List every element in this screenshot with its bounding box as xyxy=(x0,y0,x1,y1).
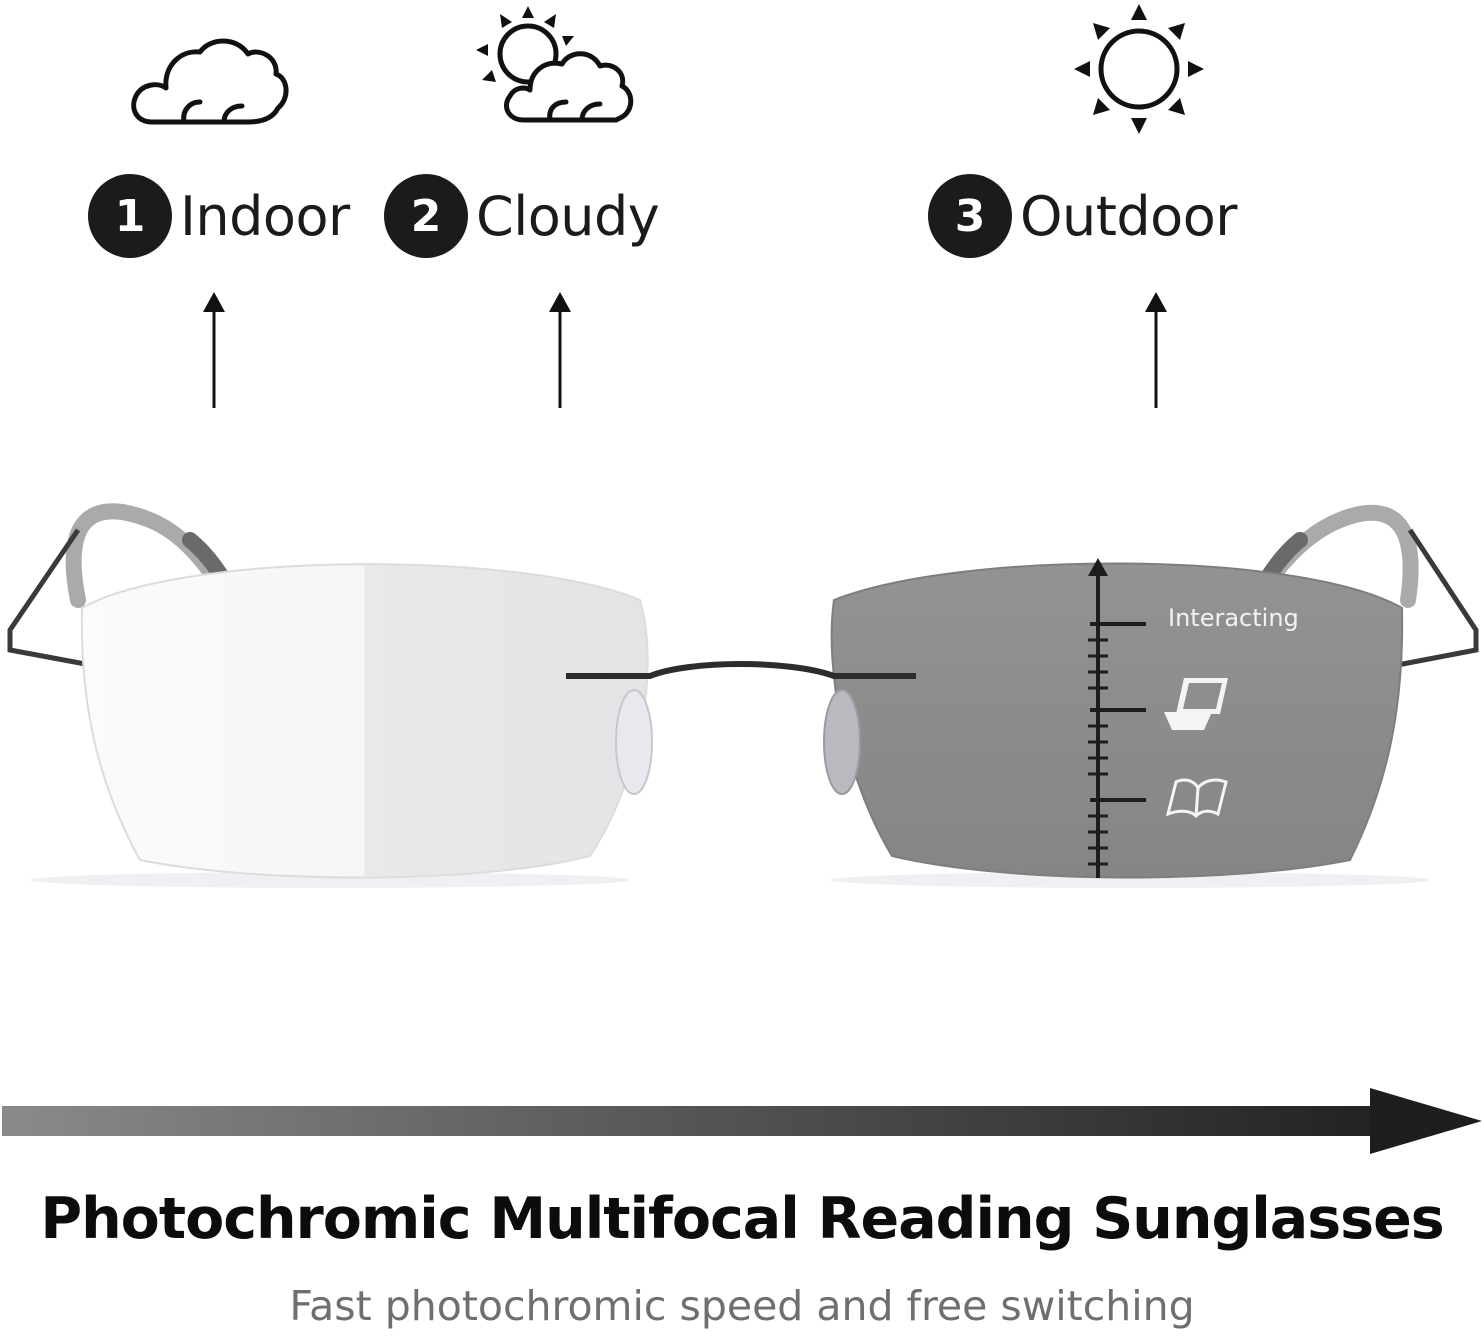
sun-behind-cloud-icon xyxy=(470,4,636,130)
laptop-icon xyxy=(1164,678,1228,730)
sun-icon xyxy=(1074,4,1204,134)
step-label: Cloudy xyxy=(476,184,660,248)
step-label: Outdoor xyxy=(1020,184,1237,248)
step-cloudy: 2 Cloudy xyxy=(384,174,660,258)
rimless-glasses-illustration xyxy=(7,503,1479,888)
step-indoor: 1 Indoor xyxy=(88,174,350,258)
step-number-badge: 1 xyxy=(88,174,172,258)
photochromic-gradient-bar xyxy=(2,1106,1380,1136)
up-arrow-icon xyxy=(203,292,225,408)
open-book-icon xyxy=(1165,778,1228,819)
arrow-right-icon xyxy=(1370,1088,1482,1154)
step-label: Indoor xyxy=(180,184,350,248)
up-arrow-icon xyxy=(549,292,571,408)
up-arrow-icon xyxy=(1145,292,1167,408)
step-number-badge: 3 xyxy=(928,174,1012,258)
headline: Photochromic Multifocal Reading Sunglass… xyxy=(40,1186,1444,1252)
cloud-icon xyxy=(128,26,290,130)
step-number-badge: 2 xyxy=(384,174,468,258)
lens-zone-label: Interacting xyxy=(1168,604,1299,632)
step-outdoor: 3 Outdoor xyxy=(928,174,1237,258)
subline: Fast photochromic speed and free switchi… xyxy=(289,1282,1195,1330)
